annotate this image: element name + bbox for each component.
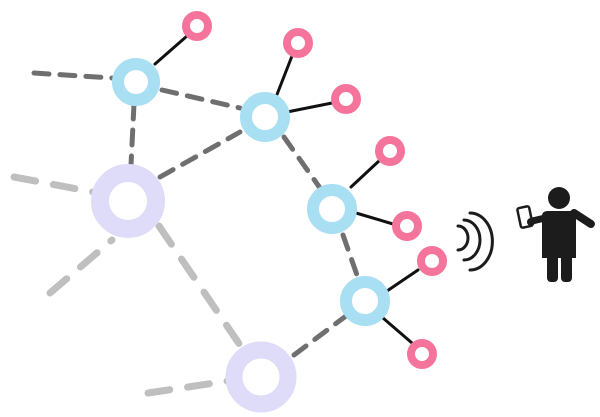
router-nodes bbox=[91, 164, 297, 413]
faint-link bbox=[10, 173, 102, 197]
sensor-node bbox=[375, 136, 405, 166]
mesh-link bbox=[281, 134, 323, 191]
sensor-node bbox=[283, 28, 313, 58]
router-node bbox=[225, 341, 297, 413]
sensor-link bbox=[354, 211, 395, 226]
router-node bbox=[91, 164, 165, 238]
sensor-nodes bbox=[182, 11, 447, 369]
sensor-links bbox=[153, 34, 420, 345]
gateway-node bbox=[307, 184, 357, 234]
sensor-link bbox=[381, 316, 414, 345]
sensor-link bbox=[385, 268, 420, 293]
sensor-link bbox=[285, 101, 334, 114]
sensor-node bbox=[182, 11, 212, 41]
sensor-node bbox=[417, 246, 447, 276]
signal-arc bbox=[456, 224, 470, 252]
sensor-link bbox=[274, 54, 294, 99]
sensor-link bbox=[349, 158, 382, 189]
sensor-node bbox=[392, 211, 422, 241]
gateway-node bbox=[112, 58, 160, 106]
mesh-link bbox=[157, 129, 243, 180]
gateway-node bbox=[340, 276, 390, 326]
gateway-node bbox=[240, 92, 290, 142]
faint-link bbox=[155, 222, 246, 352]
faint-links bbox=[10, 173, 246, 397]
faint-link bbox=[46, 236, 116, 297]
signal-arc bbox=[468, 211, 494, 272]
person-body bbox=[542, 211, 576, 258]
gateway-nodes bbox=[112, 58, 390, 326]
sensor-node bbox=[407, 339, 437, 369]
mesh-links bbox=[31, 70, 361, 358]
wireless-signal-icon bbox=[456, 211, 494, 272]
faint-link bbox=[144, 377, 232, 397]
person-head bbox=[548, 187, 570, 209]
signal-arc bbox=[462, 218, 482, 262]
mesh-link bbox=[31, 70, 115, 81]
sensor-node bbox=[331, 84, 361, 114]
mesh-link bbox=[340, 232, 361, 281]
person-right-arm bbox=[570, 209, 595, 228]
mesh-link bbox=[128, 101, 137, 168]
mesh-link bbox=[291, 313, 349, 358]
person-right-leg bbox=[561, 252, 572, 282]
mesh-link bbox=[159, 87, 243, 111]
person-left-leg bbox=[547, 252, 558, 282]
sensor-link bbox=[153, 34, 189, 66]
person-with-phone-icon bbox=[516, 187, 595, 282]
person-hand bbox=[527, 218, 535, 226]
